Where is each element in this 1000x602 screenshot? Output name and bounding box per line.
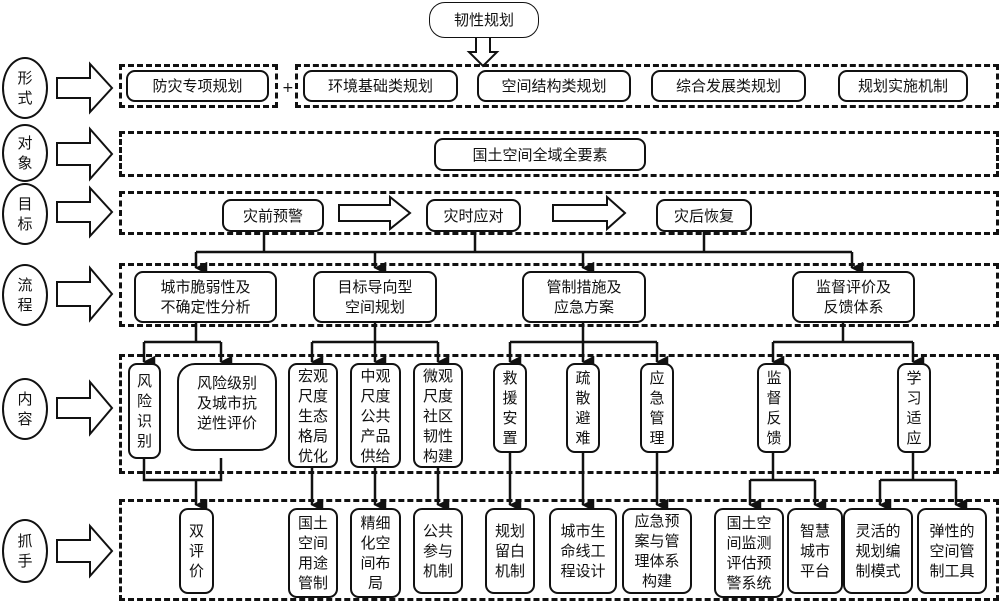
row-arrow-content [56, 379, 114, 437]
content-item-emergency: 应 急 管 理 [640, 363, 674, 453]
form-item-disaster-planning: 防灾专项规划 [126, 70, 269, 102]
form-group-general [295, 64, 999, 108]
lever-item-emergency-plan: 应急预 案与管 理体系 构建 [622, 508, 692, 594]
lever-item-public-participation: 公共 参与 机制 [413, 508, 463, 594]
form-group-disaster [119, 64, 278, 108]
row-label-content: 内 容 [2, 378, 48, 440]
goal-item-post: 灾后恢复 [656, 199, 752, 232]
goal-item-pre: 灾前预警 [222, 199, 324, 232]
content-item-rescue: 救 援 安 置 [493, 363, 527, 453]
row-arrow-goal [56, 185, 114, 239]
form-item-3: 综合发展类规划 [651, 70, 806, 102]
content-item-risk-identification: 风 险 识 别 [128, 363, 161, 459]
lever-item-elastic-tools: 弹性的 空间管 制工具 [917, 508, 987, 594]
lever-item-reserved-space: 规划 留白 机制 [485, 508, 535, 594]
process-item-vulnerability: 城市脆弱性及 不确定性分析 [134, 271, 277, 323]
goal-flow-arrow-1 [338, 194, 412, 232]
content-item-micro: 微观 尺度 社区 韧性 构建 [413, 363, 463, 468]
plus-sign: + [282, 80, 294, 96]
title-hollow-arrow [466, 35, 500, 68]
process-group [119, 263, 999, 327]
process-item-control: 管制措施及 应急方案 [522, 271, 646, 323]
title-box: 韧性规划 [429, 2, 539, 38]
object-item: 国土空间全域全要素 [434, 138, 646, 171]
content-item-meso: 中观 尺度 公共 产品 供给 [350, 363, 401, 468]
form-item-4: 规划实施机制 [838, 70, 968, 102]
goal-item-during: 灾时应对 [426, 199, 521, 232]
process-item-goal-oriented: 目标导向型 空间规划 [313, 271, 437, 323]
object-group [119, 131, 999, 177]
lever-item-monitoring-system: 国土空 间监测 评估预 警系统 [714, 508, 784, 598]
row-label-lever: 抓 手 [2, 519, 48, 583]
goal-flow-arrow-2 [552, 194, 627, 232]
row-label-process: 流 程 [2, 264, 48, 326]
lever-item-lifeline: 城市生 命线工 程设计 [549, 508, 617, 594]
content-item-macro: 宏观 尺度 生态 格局 优化 [288, 363, 338, 468]
lever-item-land-use-control: 国土 空间 用途 管制 [288, 508, 338, 598]
form-item-2: 空间结构类规划 [477, 70, 631, 102]
content-group [119, 354, 999, 474]
content-item-monitoring: 监 督 反 馈 [757, 363, 791, 453]
lever-item-refined-layout: 精细 化空 间布 局 [350, 508, 401, 598]
row-label-goal: 目 标 [2, 183, 48, 245]
goal-group [119, 191, 999, 235]
lever-group [119, 499, 999, 601]
row-label-form: 形 式 [2, 57, 48, 119]
lever-item-smart-city: 智慧 城市 平台 [787, 508, 843, 594]
lever-item-flexible-planning: 灵活的 规划编 制模式 [843, 508, 913, 594]
content-item-risk-evaluation: 风险级别 及城市抗 逆性评价 [177, 363, 277, 451]
lever-item-dual-evaluation: 双 评 价 [179, 508, 214, 594]
row-label-object: 对 象 [2, 124, 48, 182]
content-item-learning: 学 习 适 应 [897, 363, 931, 453]
row-arrow-process [56, 265, 114, 323]
content-item-evacuation: 疏 散 避 难 [566, 363, 600, 453]
process-item-supervision: 监督评价及 反馈体系 [792, 271, 915, 323]
row-arrow-lever [56, 523, 114, 579]
row-arrow-form [56, 61, 114, 115]
row-arrow-object [56, 126, 114, 182]
form-item-1: 环境基础类规划 [303, 70, 458, 102]
